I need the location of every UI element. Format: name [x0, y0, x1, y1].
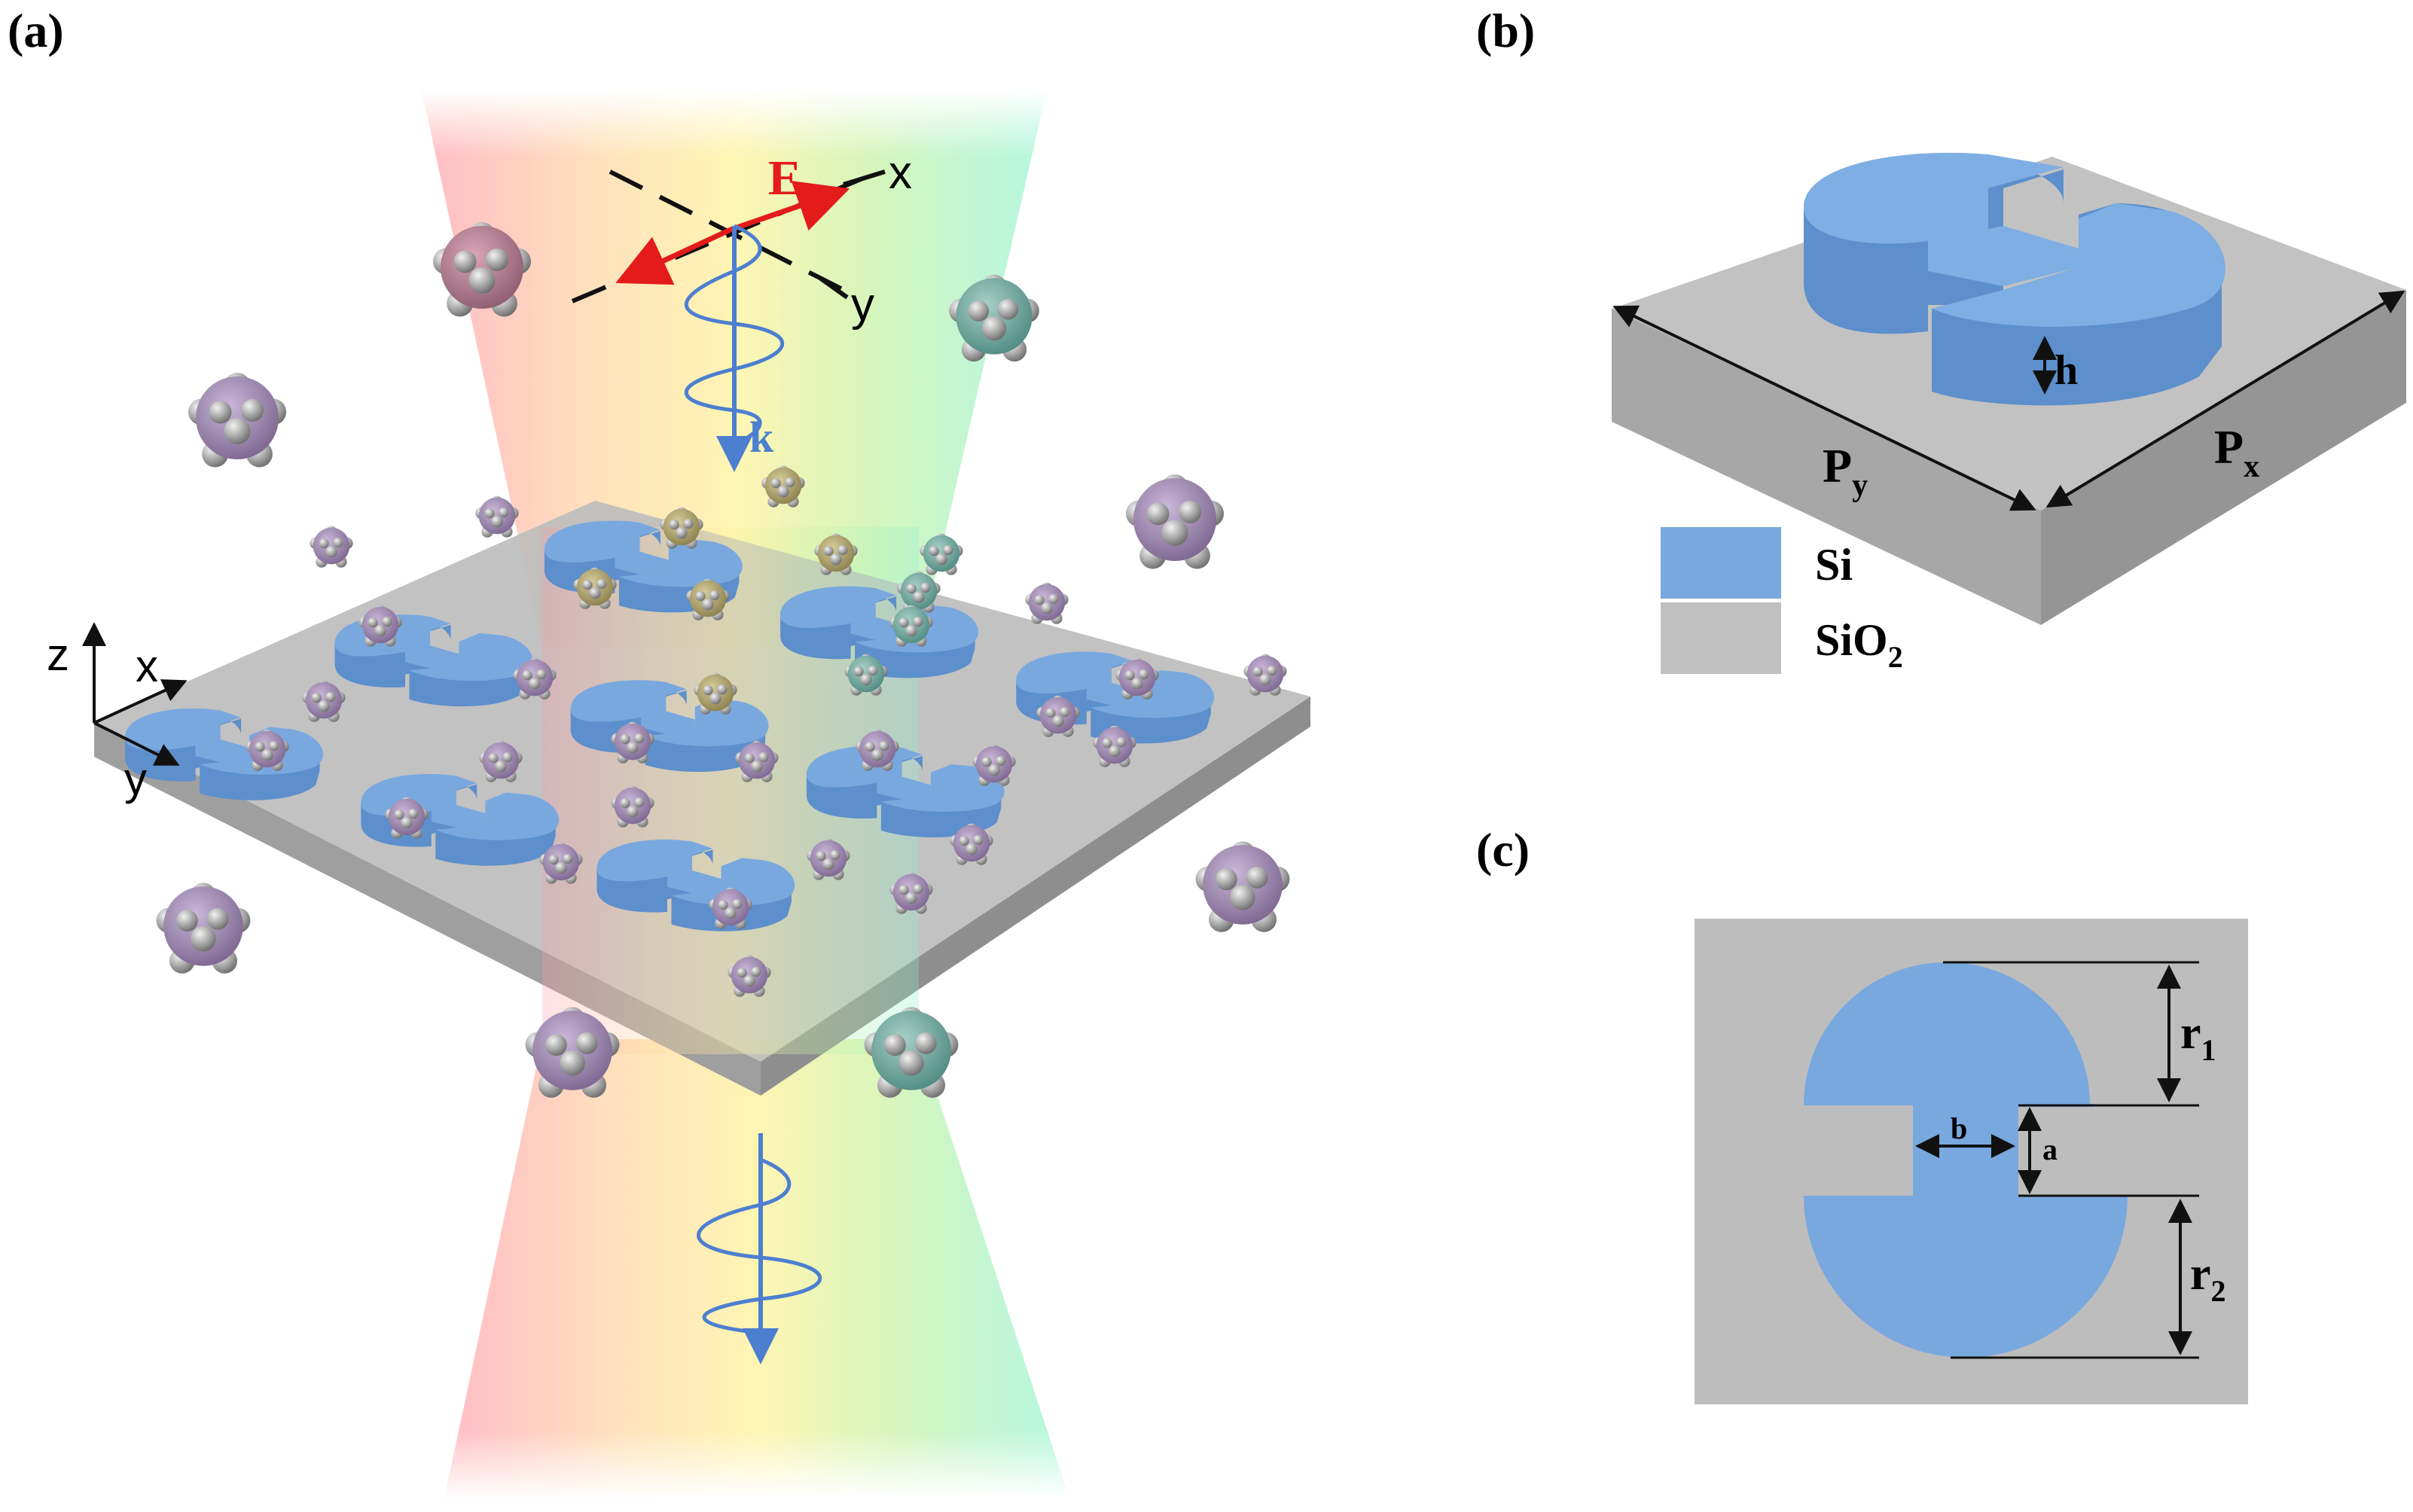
legend-label-si: Si — [1815, 540, 1853, 590]
legend-swatch-sio2 — [1661, 602, 1781, 674]
molecule — [310, 526, 353, 568]
meta-atom — [361, 773, 560, 866]
molecule — [385, 797, 429, 839]
height-label: h — [2055, 347, 2078, 394]
molecule — [1243, 654, 1287, 696]
molecule — [889, 605, 933, 647]
molecule — [864, 1007, 959, 1098]
y-axis-arrow — [93, 721, 180, 766]
molecule — [709, 887, 752, 929]
panel-c-label: (c) — [1476, 823, 1530, 876]
panel-c: (c) r1 r2 a b — [1476, 823, 2248, 1404]
molecule — [611, 721, 654, 764]
molecule — [188, 373, 287, 468]
meta-atom — [544, 520, 743, 613]
molecule — [432, 222, 532, 317]
molecule — [1036, 695, 1080, 737]
molecule — [475, 495, 519, 538]
molecule — [1115, 657, 1159, 700]
period-y-label: Py — [1823, 439, 1868, 503]
molecule — [513, 657, 557, 700]
polarization-axes: x y E k — [571, 147, 912, 472]
molecule — [972, 744, 1016, 786]
coord-z-label: z — [47, 629, 69, 680]
lower-light-beam — [444, 1039, 1069, 1498]
r1-label: r1 — [2180, 1007, 2216, 1067]
molecule — [539, 842, 583, 884]
coordinate-frame: z x y — [47, 622, 188, 804]
molecule — [479, 740, 523, 782]
transmitted-wave — [697, 1133, 822, 1364]
coord-y-label: y — [124, 754, 147, 804]
molecule — [611, 785, 654, 828]
bottom-half-disk — [1804, 1196, 2128, 1358]
meta-atom — [570, 680, 769, 773]
metasurface-array — [125, 520, 1215, 931]
period-x-dimension — [2045, 290, 2405, 508]
molecule — [525, 1007, 620, 1098]
molecule-cloud — [156, 222, 1290, 1098]
molecule — [358, 605, 402, 647]
molecule — [302, 680, 346, 722]
molecule — [1093, 725, 1136, 767]
panel-b-label: (b) — [1476, 4, 1535, 57]
panel-b: (b) h Py Px Si — [1476, 4, 2406, 674]
e-field-arrow-forward — [729, 181, 850, 233]
period-y-dimension — [1612, 305, 2036, 511]
beam-axis-y-label: y — [851, 279, 874, 331]
period-x-label: Px — [2214, 420, 2259, 484]
molecule — [694, 672, 737, 715]
molecule — [807, 838, 850, 880]
r2-label: r2 — [2190, 1248, 2226, 1308]
b-label: b — [1951, 1111, 1967, 1145]
material-legend: Si SiO2 — [1661, 527, 1903, 674]
molecule — [1195, 841, 1290, 932]
e-field-label: E — [768, 151, 801, 206]
beam-axis-tick-y — [819, 276, 849, 300]
beam-axis-x-label: x — [889, 147, 912, 199]
molecule — [686, 578, 730, 620]
e-field-arrow-backward — [615, 227, 732, 285]
molecule — [156, 883, 251, 974]
molecule — [246, 729, 289, 771]
molecule — [1025, 582, 1069, 624]
molecule — [814, 533, 858, 575]
molecule — [573, 567, 617, 609]
molecule — [949, 274, 1039, 362]
molecule — [660, 507, 703, 549]
molecule — [920, 533, 963, 575]
molecule — [728, 955, 771, 997]
molecule — [761, 465, 805, 508]
beam-overlay — [542, 527, 919, 1054]
x-axis-arrow — [93, 679, 188, 724]
molecule — [735, 740, 779, 782]
molecule — [1125, 474, 1225, 569]
meta-atom — [334, 614, 533, 707]
molecule — [889, 872, 933, 914]
panel-a: x y E k z x y (a) — [8, 4, 1310, 1498]
beam-axis-tick-x — [843, 169, 886, 187]
molecule — [950, 823, 993, 865]
legend-label-sio2: SiO2 — [1815, 615, 1903, 674]
molecule — [856, 729, 899, 771]
legend-swatch-si — [1661, 527, 1781, 599]
a-label: a — [2042, 1132, 2058, 1166]
k-vector-label: k — [749, 413, 774, 462]
coord-x-label: x — [136, 641, 158, 691]
molecule — [844, 654, 888, 696]
meta-atom — [596, 839, 795, 931]
panel-a-label: (a) — [8, 4, 64, 57]
